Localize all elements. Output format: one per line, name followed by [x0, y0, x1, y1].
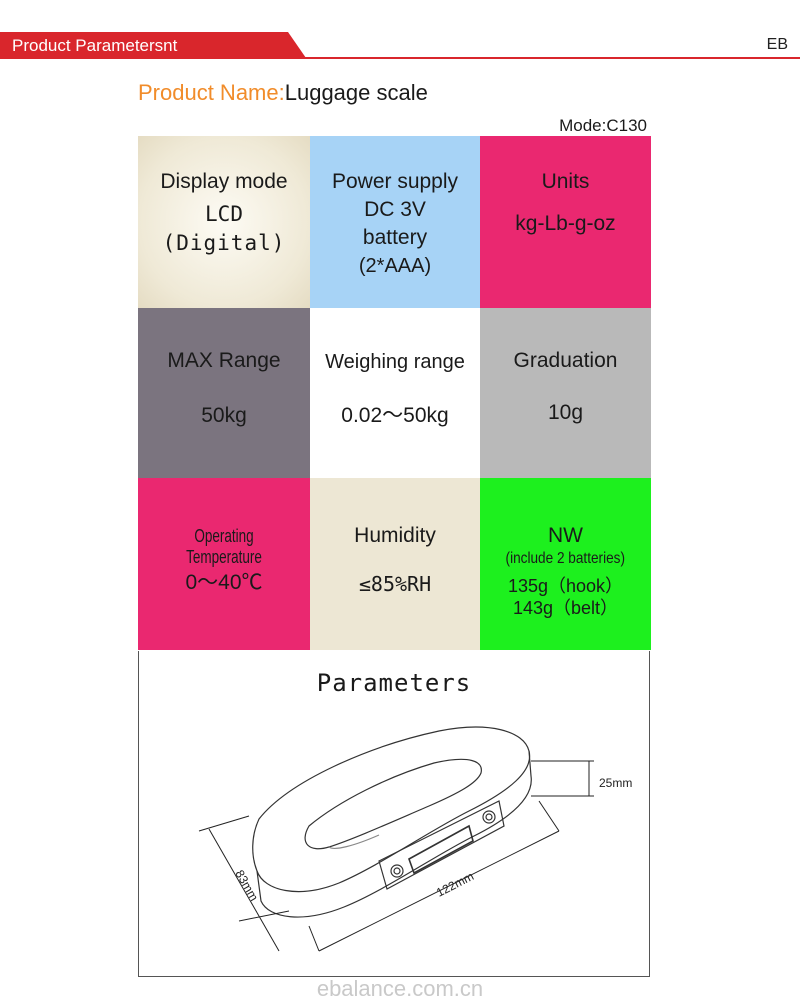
- product-name-value: Luggage scale: [284, 80, 428, 105]
- spec-value: 143g（belt）: [512, 598, 619, 618]
- spec-display-mode: Display mode LCD (Digital): [138, 136, 310, 308]
- spec-grid: Display mode LCD (Digital) Power supply …: [138, 136, 651, 650]
- spec-title: Units: [541, 170, 590, 193]
- spec-value: LCD: [205, 202, 243, 226]
- scale-diagram: 25mm 83mm 122mm: [198, 726, 632, 952]
- header-banner: [0, 32, 306, 58]
- spec-title: Operating Temperature: [186, 526, 262, 567]
- product-name-label: Product Name:: [138, 80, 285, 105]
- spec-title: Weighing range: [325, 351, 465, 373]
- button-right: [482, 810, 496, 824]
- product-name: Product Name:Luggage scale: [138, 80, 428, 106]
- spec-value: 135g（hook）: [507, 576, 624, 596]
- spec-power-supply: Power supply DC 3V battery (2*AAA): [310, 136, 480, 308]
- spec-weighing-range: Weighing range 0.02～50kg: [310, 308, 480, 478]
- parameters-panel: Parameters: [138, 651, 650, 977]
- spec-units: Units kg-Lb-g-oz: [480, 136, 651, 308]
- spec-value: DC 3V: [364, 198, 426, 221]
- footer-watermark: ebalance.com.cn: [316, 976, 484, 1001]
- parameters-title: Parameters: [316, 669, 472, 697]
- header-title: Product Parametersnt: [12, 36, 178, 55]
- header-brand: EB: [766, 36, 788, 53]
- spec-value: 0.02～50kg: [341, 404, 449, 427]
- lcd-screen: [408, 824, 474, 875]
- spec-note: (include 2 batteries): [505, 550, 626, 567]
- spec-max-range: MAX Range 50kg: [138, 308, 310, 478]
- spec-value: (Digital): [162, 231, 286, 255]
- spec-value: battery: [362, 226, 428, 249]
- spec-value: (2*AAA): [358, 255, 432, 277]
- spec-net-weight: NW (include 2 batteries) 135g（hook） 143g…: [480, 478, 651, 650]
- spec-title: NW: [548, 524, 583, 547]
- button-left: [390, 864, 404, 878]
- dim-height: 25mm: [599, 776, 632, 790]
- spec-title: Display mode: [160, 170, 288, 193]
- spec-value: 10g: [547, 401, 584, 424]
- spec-humidity: Humidity ≤85%RH: [310, 478, 480, 650]
- header-divider: [0, 57, 800, 59]
- spec-value: 50kg: [201, 404, 247, 427]
- spec-value: ≤85%RH: [358, 572, 432, 596]
- spec-operating-temperature: Operating Temperature 0～40℃: [138, 478, 310, 650]
- spec-value: kg-Lb-g-oz: [515, 212, 616, 235]
- spec-title: Graduation: [513, 349, 618, 372]
- scale-handle-hole: [304, 758, 482, 850]
- spec-value: 0～40℃: [185, 571, 263, 594]
- spec-title: MAX Range: [167, 349, 281, 372]
- scale-body-outline: [252, 726, 531, 893]
- spec-graduation: Graduation 10g: [480, 308, 651, 478]
- spec-title: Power supply: [331, 170, 459, 193]
- spec-title: Humidity: [354, 524, 436, 547]
- scale-body-side: [256, 750, 532, 918]
- lcd-panel: [378, 800, 505, 890]
- dim-length: 122mm: [434, 869, 476, 900]
- model-number: Mode:C130: [559, 116, 647, 135]
